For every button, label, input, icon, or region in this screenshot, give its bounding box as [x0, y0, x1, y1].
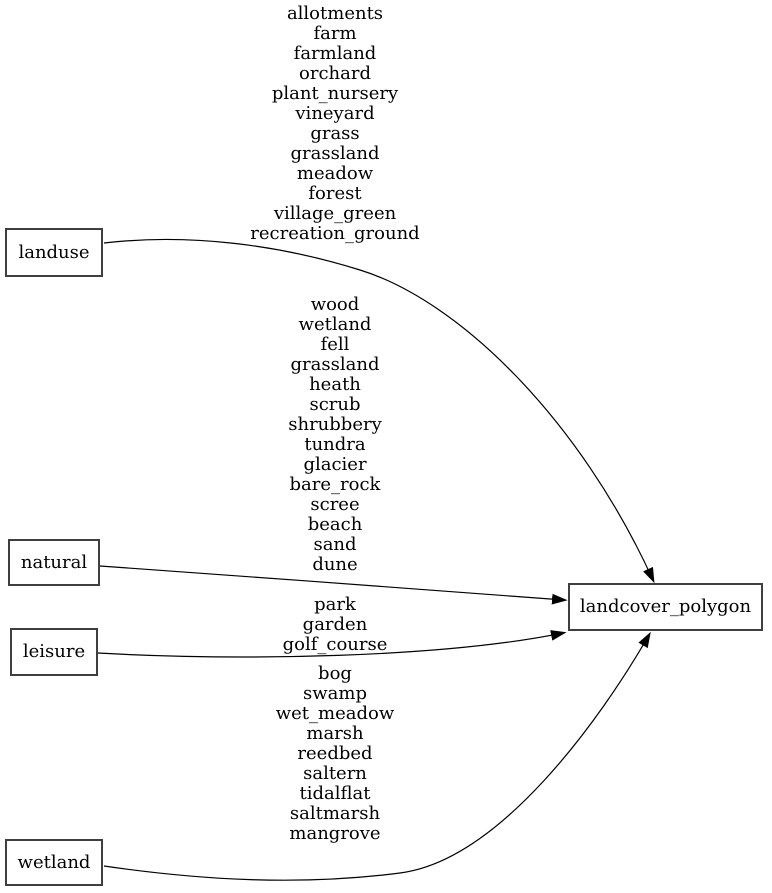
node-leisure: leisure — [10, 628, 98, 676]
node-leisure-label: leisure — [22, 641, 86, 662]
node-landcover_polygon: landcover_polygon — [568, 583, 763, 631]
edge-label-natural-values: wood wetland fell grassland heath scrub … — [288, 294, 382, 575]
node-wetland: wetland — [5, 839, 103, 886]
node-wetland-label: wetland — [17, 851, 91, 873]
edge-wetland-to-landcover_polygon — [103, 631, 651, 881]
edge-natural-to-landcover_polygon — [99, 565, 568, 605]
node-landuse-label: landuse — [18, 241, 90, 263]
edge-leisure-to-landcover_polygon — [97, 630, 567, 658]
edge-label-landuse-values: allotments farm farmland orchard plant_n… — [250, 3, 420, 244]
edge-label-wetland-values: bog swamp wet_meadow marsh reedbed salte… — [275, 663, 395, 844]
node-natural: natural — [8, 539, 100, 586]
node-landcover_polygon-label: landcover_polygon — [579, 596, 752, 617]
node-landuse: landuse — [5, 228, 103, 277]
edge-landuse-to-landcover_polygon — [103, 238, 655, 584]
edge-label-leisure-values: park garden golf_course — [282, 594, 388, 655]
node-natural-label: natural — [20, 551, 88, 573]
